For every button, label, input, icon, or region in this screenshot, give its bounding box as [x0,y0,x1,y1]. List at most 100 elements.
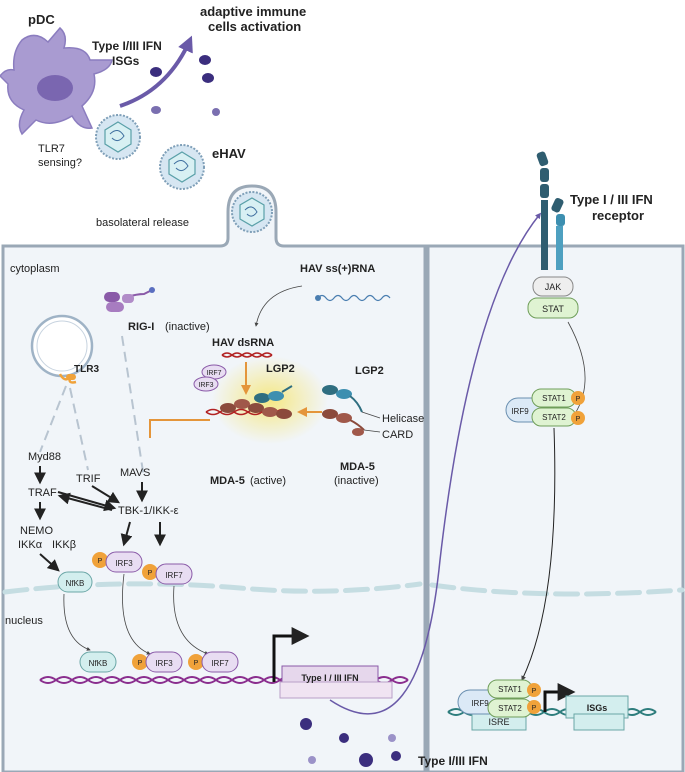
tlr7-sensing-label: sensing? [38,157,82,169]
isre-label: ISRE [488,717,509,727]
p-irf3-cyto-label: P [98,558,103,565]
dsrna-strand [221,352,273,358]
hav-ssrna-label: HAV ss(+)RNA [300,263,375,275]
stat-label: STAT [542,304,564,314]
rig-i-label: RIG-I [128,321,154,333]
nfkb-cyto-label: NfKB [66,579,85,588]
isgf3-nucleus [457,679,541,718]
card-label: CARD [382,429,413,441]
p-irf7-cyto-label: P [148,570,153,577]
p-irf3-nuc-label: P [138,660,143,667]
lgp2-active-label: LGP2 [266,363,295,375]
stat2-label-nuc: STAT2 [498,704,522,713]
mda5-inactive-label: MDA-5 [340,461,375,473]
p-irf7-nuc [188,654,204,670]
irf9-label-cyto: IRF9 [511,407,529,416]
mavs-label: MAVS [120,467,150,479]
p-irf7-cyto [142,564,158,580]
lgp2-inactive-protein [322,385,363,413]
traf-label: TRAF [28,487,57,499]
mda5-glow [212,356,328,444]
irf7-cyto-box [155,563,193,585]
adaptive-label-2: cells activation [208,19,301,34]
isgs-top-label: ISGs [112,54,140,68]
mda5-active-state: (active) [250,475,286,487]
ssrna-cap [315,295,321,301]
tlr3-label: TLR3 [74,364,99,375]
myd88-label: Myd88 [28,451,61,463]
nfkb-nuc-box [79,651,117,673]
mda5-inactive-state: (inactive) [334,475,379,487]
ifn-gene-base [279,681,393,699]
isgf3-cytoplasm [505,388,585,427]
irf9-label-nuc: IRF9 [471,699,489,708]
helicase-pointer [361,411,381,419]
mda5-inactive-protein [322,409,365,436]
tlr7-label: TLR7 [38,143,65,155]
tlr3-endosome [30,314,94,384]
ehav-particle-1 [95,114,141,160]
irf7-cyto-label: IRF7 [165,571,183,580]
irf7-nuc-box [201,651,239,673]
irf3-cyto-box [105,551,143,573]
stat-box [527,297,579,319]
stat1-label-nuc: STAT1 [498,685,522,694]
right-cell [426,244,685,772]
lgp2-inactive-label: LGP2 [355,365,384,377]
ikkb-label: IKKβ [52,539,76,551]
p-label-nuc-1: P [532,688,537,695]
jak-box [532,276,574,297]
tlr3-myd88-dashed [39,385,67,453]
pdc-cell [0,26,113,136]
cytoplasm-label: cytoplasm [10,263,60,275]
p-label-stat1: P [576,396,581,403]
nemo-label: NEMO [20,525,53,537]
irf3-cyto-label: IRF3 [115,559,133,568]
mda5-to-mavs-line [149,419,210,438]
ehav-label: eHAV [212,146,246,161]
ifn-gene-label: Type I / III IFN [301,673,358,683]
rig-i-state: (inactive) [165,321,210,333]
ehav-particle-3 [231,191,273,233]
activation-arrow [119,35,193,108]
signaling-arrows [34,466,166,572]
irf3-small-label: IRF3 [198,382,213,389]
rig-i-protein [104,287,155,312]
stat-to-complex-arrow [567,321,586,419]
left-cell [1,184,427,772]
ifn-bottom-label: Type I/III IFN [418,754,488,768]
p-label-stat2: P [576,416,581,423]
irf3-nuc-label: IRF3 [155,659,173,668]
ssrna-strand [317,294,391,302]
mda5-active-protein [220,399,292,419]
translocation-arrows [63,573,209,655]
card-pointer [363,429,381,433]
irf-cluster-top [193,364,227,392]
receptor-label-1: Type I / III IFN [570,192,653,207]
ifn-promoter-arrow [272,627,310,682]
nucleus-label: nucleus [5,615,43,627]
pdc-label: pDC [28,12,55,27]
receptor-label-2: receptor [592,208,644,223]
p-irf3-cyto [92,552,108,568]
p-label-nuc-2: P [532,705,537,712]
jak-label: JAK [545,282,562,292]
p-irf3-nuc [132,654,148,670]
hav-dsrna-label: HAV dsRNA [212,337,274,349]
complex-to-nucleus-arrow [521,427,556,681]
isgs-promoter-arrow [543,683,576,712]
ikka-label: IKKα [18,539,43,551]
ifn-isgs-label: Type I/III IFN [92,39,162,53]
nfkb-nuc-label: NfKB [89,659,108,668]
tbk1-label: TBK-1/IKK-ε [118,505,179,517]
trif-label: TRIF [76,473,101,485]
mda5-active-label: MDA-5 [210,475,245,487]
irf7-nuc-label: IRF7 [211,659,229,668]
adaptive-label-1: adaptive immune [200,4,306,19]
tlr3-trif-dashed [69,387,89,471]
ehav-particle-2 [159,144,205,190]
p-irf7-nuc-label: P [194,660,199,667]
isgs-gene-base [573,713,625,731]
